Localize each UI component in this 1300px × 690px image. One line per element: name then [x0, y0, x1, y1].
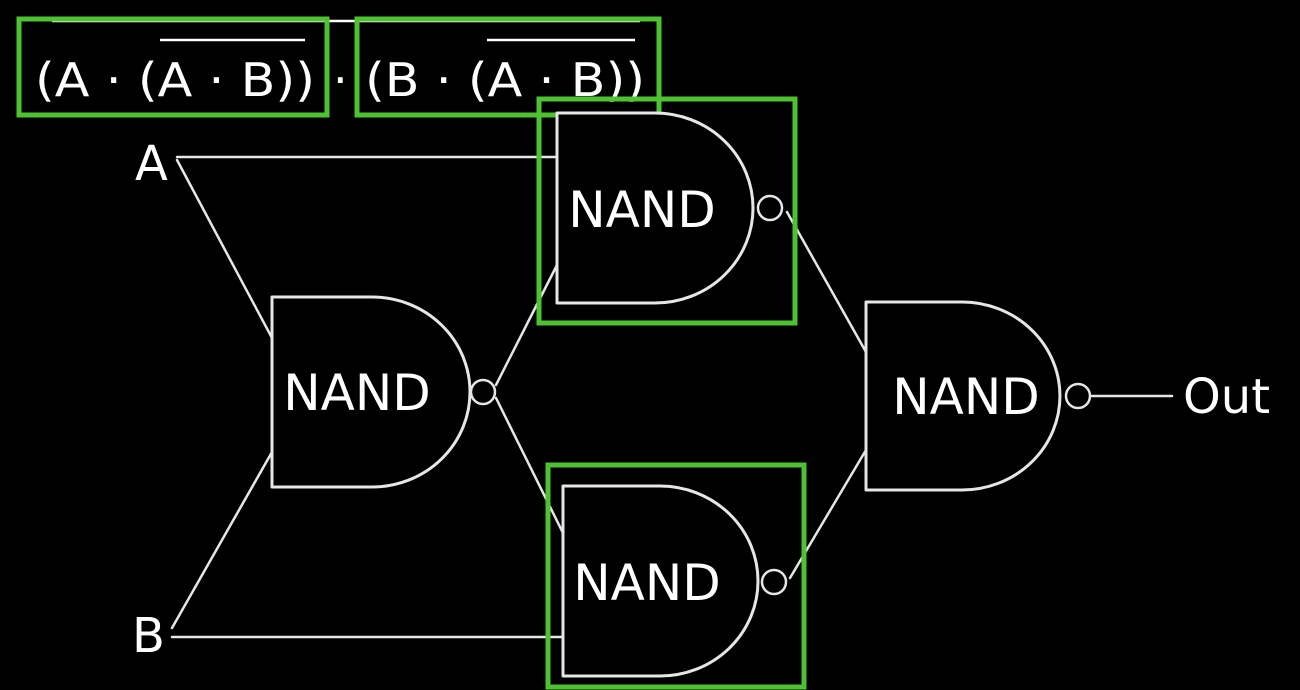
- gate-label: NAND: [283, 364, 431, 422]
- inversion-bubble: [469, 378, 497, 406]
- input-label-a: A: [135, 136, 168, 192]
- nand-gate-top: NAND: [536, 96, 798, 326]
- inversion-bubble: [756, 194, 784, 222]
- nand-gate-final: NAND: [864, 300, 1092, 492]
- inversion-bubble: [1064, 382, 1092, 410]
- inversion-bubble: [760, 568, 788, 596]
- gate-body: [864, 300, 1062, 492]
- wire-a-to-first-gate: [175, 158, 274, 340]
- expression-left-term: (A · (A · B)): [35, 53, 315, 107]
- wire-bottom-to-final-gate: [788, 448, 868, 580]
- wire-top-to-final-gate: [785, 210, 868, 354]
- wire-b-to-first-gate: [170, 450, 274, 630]
- nand-gate-bottom: NAND: [545, 462, 807, 690]
- top-gate-highlight: [536, 96, 798, 326]
- gate-body: [561, 484, 760, 678]
- gate-body: [270, 295, 472, 489]
- nand-gate-first: NAND: [270, 295, 497, 489]
- right-term-highlight: [354, 16, 662, 118]
- expression-dot: ·: [333, 53, 348, 107]
- wire-first-to-top-gate: [494, 263, 559, 387]
- left-term-highlight: [16, 16, 330, 118]
- bottom-gate-highlight: [545, 462, 807, 690]
- gate-label: NAND: [573, 554, 721, 612]
- gate-label: NAND: [568, 181, 716, 239]
- wire-first-to-bottom-gate: [494, 396, 565, 535]
- gate-body: [555, 111, 755, 305]
- input-label-b: B: [132, 608, 165, 664]
- output-label: Out: [1183, 369, 1270, 425]
- boolean-expression: (A · (A · B)) · (B · (A · B)): [16, 16, 662, 118]
- wires: [170, 155, 1174, 639]
- gate-label: NAND: [892, 368, 1040, 426]
